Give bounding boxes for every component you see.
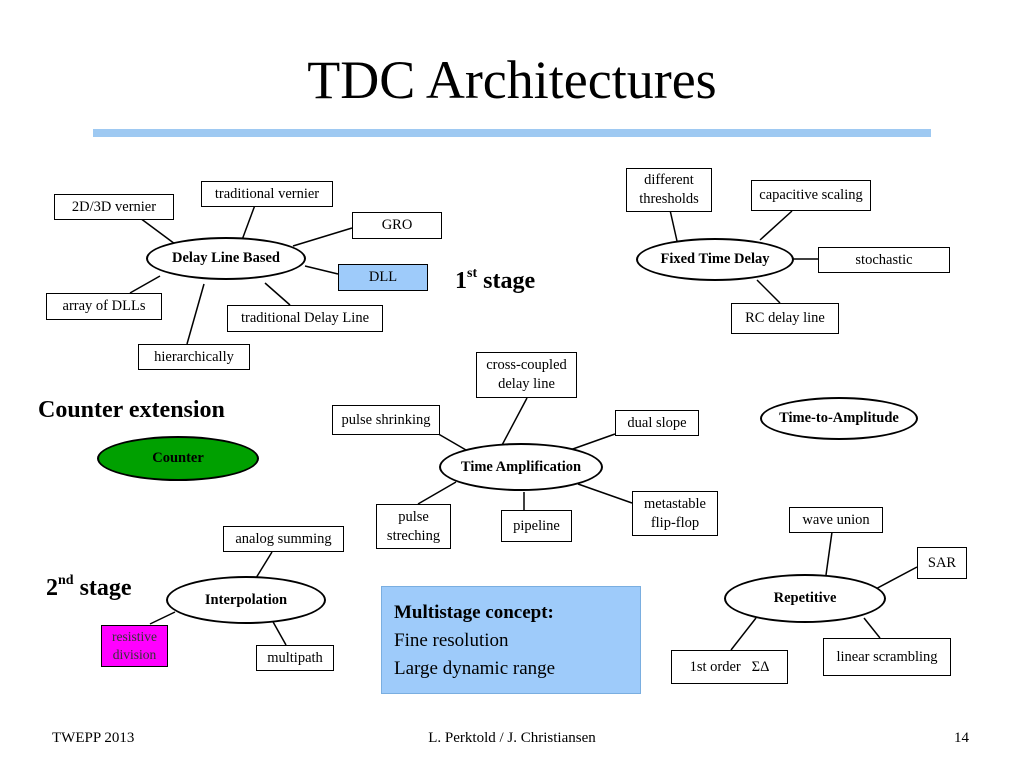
dll-box: DLL <box>338 264 428 291</box>
different-thresholds-box: different thresholds <box>626 168 712 212</box>
delay-line-based-node: Delay Line Based <box>146 237 306 280</box>
pipeline-box: pipeline <box>501 510 572 542</box>
stochastic-box: stochastic <box>818 247 950 273</box>
metastable-flip-flop-box: metastable flip-flop <box>632 491 718 536</box>
traditional-vernier-box: traditional vernier <box>201 181 333 207</box>
first-stage-label: 1st stage <box>455 266 536 294</box>
fixed-time-delay-node: Fixed Time Delay <box>636 238 794 281</box>
pulse-streching-box: pulse streching <box>376 504 451 549</box>
time-amplification-node: Time Amplification <box>439 443 603 491</box>
array-of-dlls-box: array of DLLs <box>46 293 162 320</box>
slide-title: TDC Architectures <box>307 50 717 110</box>
title-underline <box>93 129 931 137</box>
counter-extension-label: Counter extension <box>38 397 225 423</box>
wave-union-box: wave union <box>789 507 883 533</box>
footer-event: TWEPP 2013 <box>52 730 135 746</box>
rc-delay-line-box: RC delay line <box>731 303 839 334</box>
vernier-2d3d-box: 2D/3D vernier <box>54 194 174 220</box>
multistage-line-1: Fine resolution <box>394 630 509 651</box>
repetitive-node: Repetitive <box>724 574 886 623</box>
pulse-shrinking-box: pulse shrinking <box>332 405 440 435</box>
second-stage-label: 2nd stage <box>46 573 132 601</box>
traditional-delay-line-box: traditional Delay Line <box>227 305 383 332</box>
interpolation-node: Interpolation <box>166 576 326 624</box>
dual-slope-box: dual slope <box>615 410 699 436</box>
gro-box: GRO <box>352 212 442 239</box>
multipath-box: multipath <box>256 645 334 671</box>
cross-coupled-delay-line-box: cross-coupled delay line <box>476 352 577 398</box>
capacitive-scaling-box: capacitive scaling <box>751 180 871 211</box>
first-order-sigma-delta-box: 1st order ΣΔ <box>671 650 788 684</box>
multistage-line-2: Large dynamic range <box>394 658 556 679</box>
multistage-concept-box: Multistage concept: Fine resolution Larg… <box>381 586 641 694</box>
hierarchically-box: hierarchically <box>138 344 250 370</box>
footer-authors: L. Perktold / J. Christiansen <box>428 730 596 746</box>
sar-box: SAR <box>917 547 967 579</box>
counter-node: Counter <box>97 436 259 481</box>
linear-scrambling-box: linear scrambling <box>823 638 951 676</box>
footer-page-number: 14 <box>954 730 969 746</box>
multistage-heading: Multistage concept: <box>394 602 554 623</box>
resistive-division-box: resistive division <box>101 625 168 667</box>
analog-summing-box: analog summing <box>223 526 344 552</box>
time-to-amplitude-node: Time-to-Amplitude <box>760 397 918 440</box>
